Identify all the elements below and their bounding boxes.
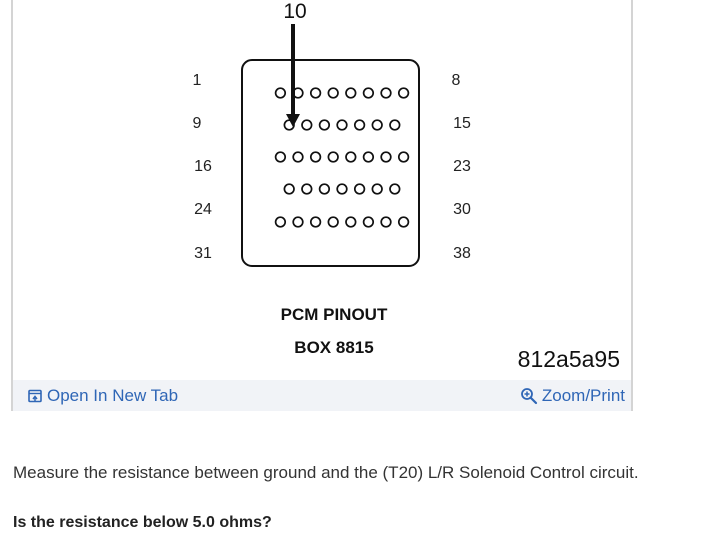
callout-label: 10: [283, 0, 306, 23]
pin-label-left-1: 1: [193, 72, 202, 89]
open-new-tab-link[interactable]: Open In New Tab: [27, 386, 178, 406]
connector-pin: [345, 87, 357, 99]
pin-label-right-30: 30: [453, 201, 471, 218]
connector-pin: [362, 87, 375, 99]
connector-pin: [274, 151, 287, 163]
connector-pin: [292, 151, 304, 163]
pin-label-left-16: 16: [194, 158, 212, 175]
connector-pin: [336, 119, 348, 131]
connector-pin: [274, 87, 287, 99]
pin-label-right-15: 15: [453, 115, 471, 132]
caption-line-1: PCM PINOUT: [281, 305, 388, 324]
connector-pin: [283, 183, 295, 195]
connector-pin: [309, 87, 322, 99]
open-new-tab-label: Open In New Tab: [47, 386, 179, 405]
connector-pin: [345, 216, 357, 228]
pin-label-right-23: 23: [453, 158, 471, 175]
pin-label-left-9: 9: [193, 115, 202, 132]
connector-pin: [380, 216, 392, 228]
zoom-print-link[interactable]: Zoom/Print: [520, 386, 625, 406]
connector-outline: [241, 59, 420, 267]
connector-pin: [371, 183, 383, 195]
connector-pin: [380, 151, 392, 163]
connector-pin: [318, 183, 331, 195]
connector-pin: [397, 151, 410, 163]
connector-pin: [362, 151, 375, 163]
connector-pin: [389, 183, 401, 195]
instruction-text: Measure the resistance between ground an…: [13, 463, 639, 482]
zoom-in-icon: [520, 387, 538, 405]
connector-pin: [292, 216, 304, 228]
connector-pin: [362, 216, 375, 228]
connector-pin: [397, 87, 410, 99]
connector-pin: [397, 216, 410, 228]
connector-pin: [309, 216, 322, 228]
connector-pin: [380, 87, 392, 99]
caption-line-2: BOX 8815: [294, 338, 373, 357]
connector-pin: [336, 183, 348, 195]
open-new-tab-icon: [27, 388, 43, 404]
connector-pin: [274, 216, 287, 228]
callout-arrowhead: [286, 114, 300, 127]
pcm-pinout-diagram: 10 1 9 16 24 31 8 15 23 30 38 PCM PINOUT…: [193, 0, 471, 357]
connector-pin: [353, 119, 366, 131]
question-text: Is the resistance below 5.0 ohms?: [13, 514, 272, 531]
pin-label-right-38: 38: [453, 245, 471, 262]
connector-pin: [389, 119, 401, 131]
figure-id: 812a5a95: [517, 346, 620, 372]
figure-footer: Open In New Tab Zoom/Print: [13, 380, 631, 411]
pin-label-right-8: 8: [452, 72, 461, 89]
pin-label-left-24: 24: [194, 201, 212, 218]
pin-grid: [274, 87, 410, 228]
figure-card: 10 1 9 16 24 31 8 15 23 30 38 PCM PINOUT…: [11, 0, 633, 411]
zoom-print-label: Zoom/Print: [541, 386, 625, 405]
connector-pin: [301, 183, 313, 195]
connector-pin: [345, 151, 357, 163]
connector-pin: [318, 119, 331, 131]
connector-pin: [309, 151, 322, 163]
connector-pin: [301, 119, 313, 131]
connector-pin: [353, 183, 366, 195]
pin-label-left-31: 31: [194, 245, 212, 262]
connector-pin: [327, 87, 339, 99]
connector-pin: [327, 151, 339, 163]
connector-pin: [371, 119, 383, 131]
connector-pin: [327, 216, 339, 228]
